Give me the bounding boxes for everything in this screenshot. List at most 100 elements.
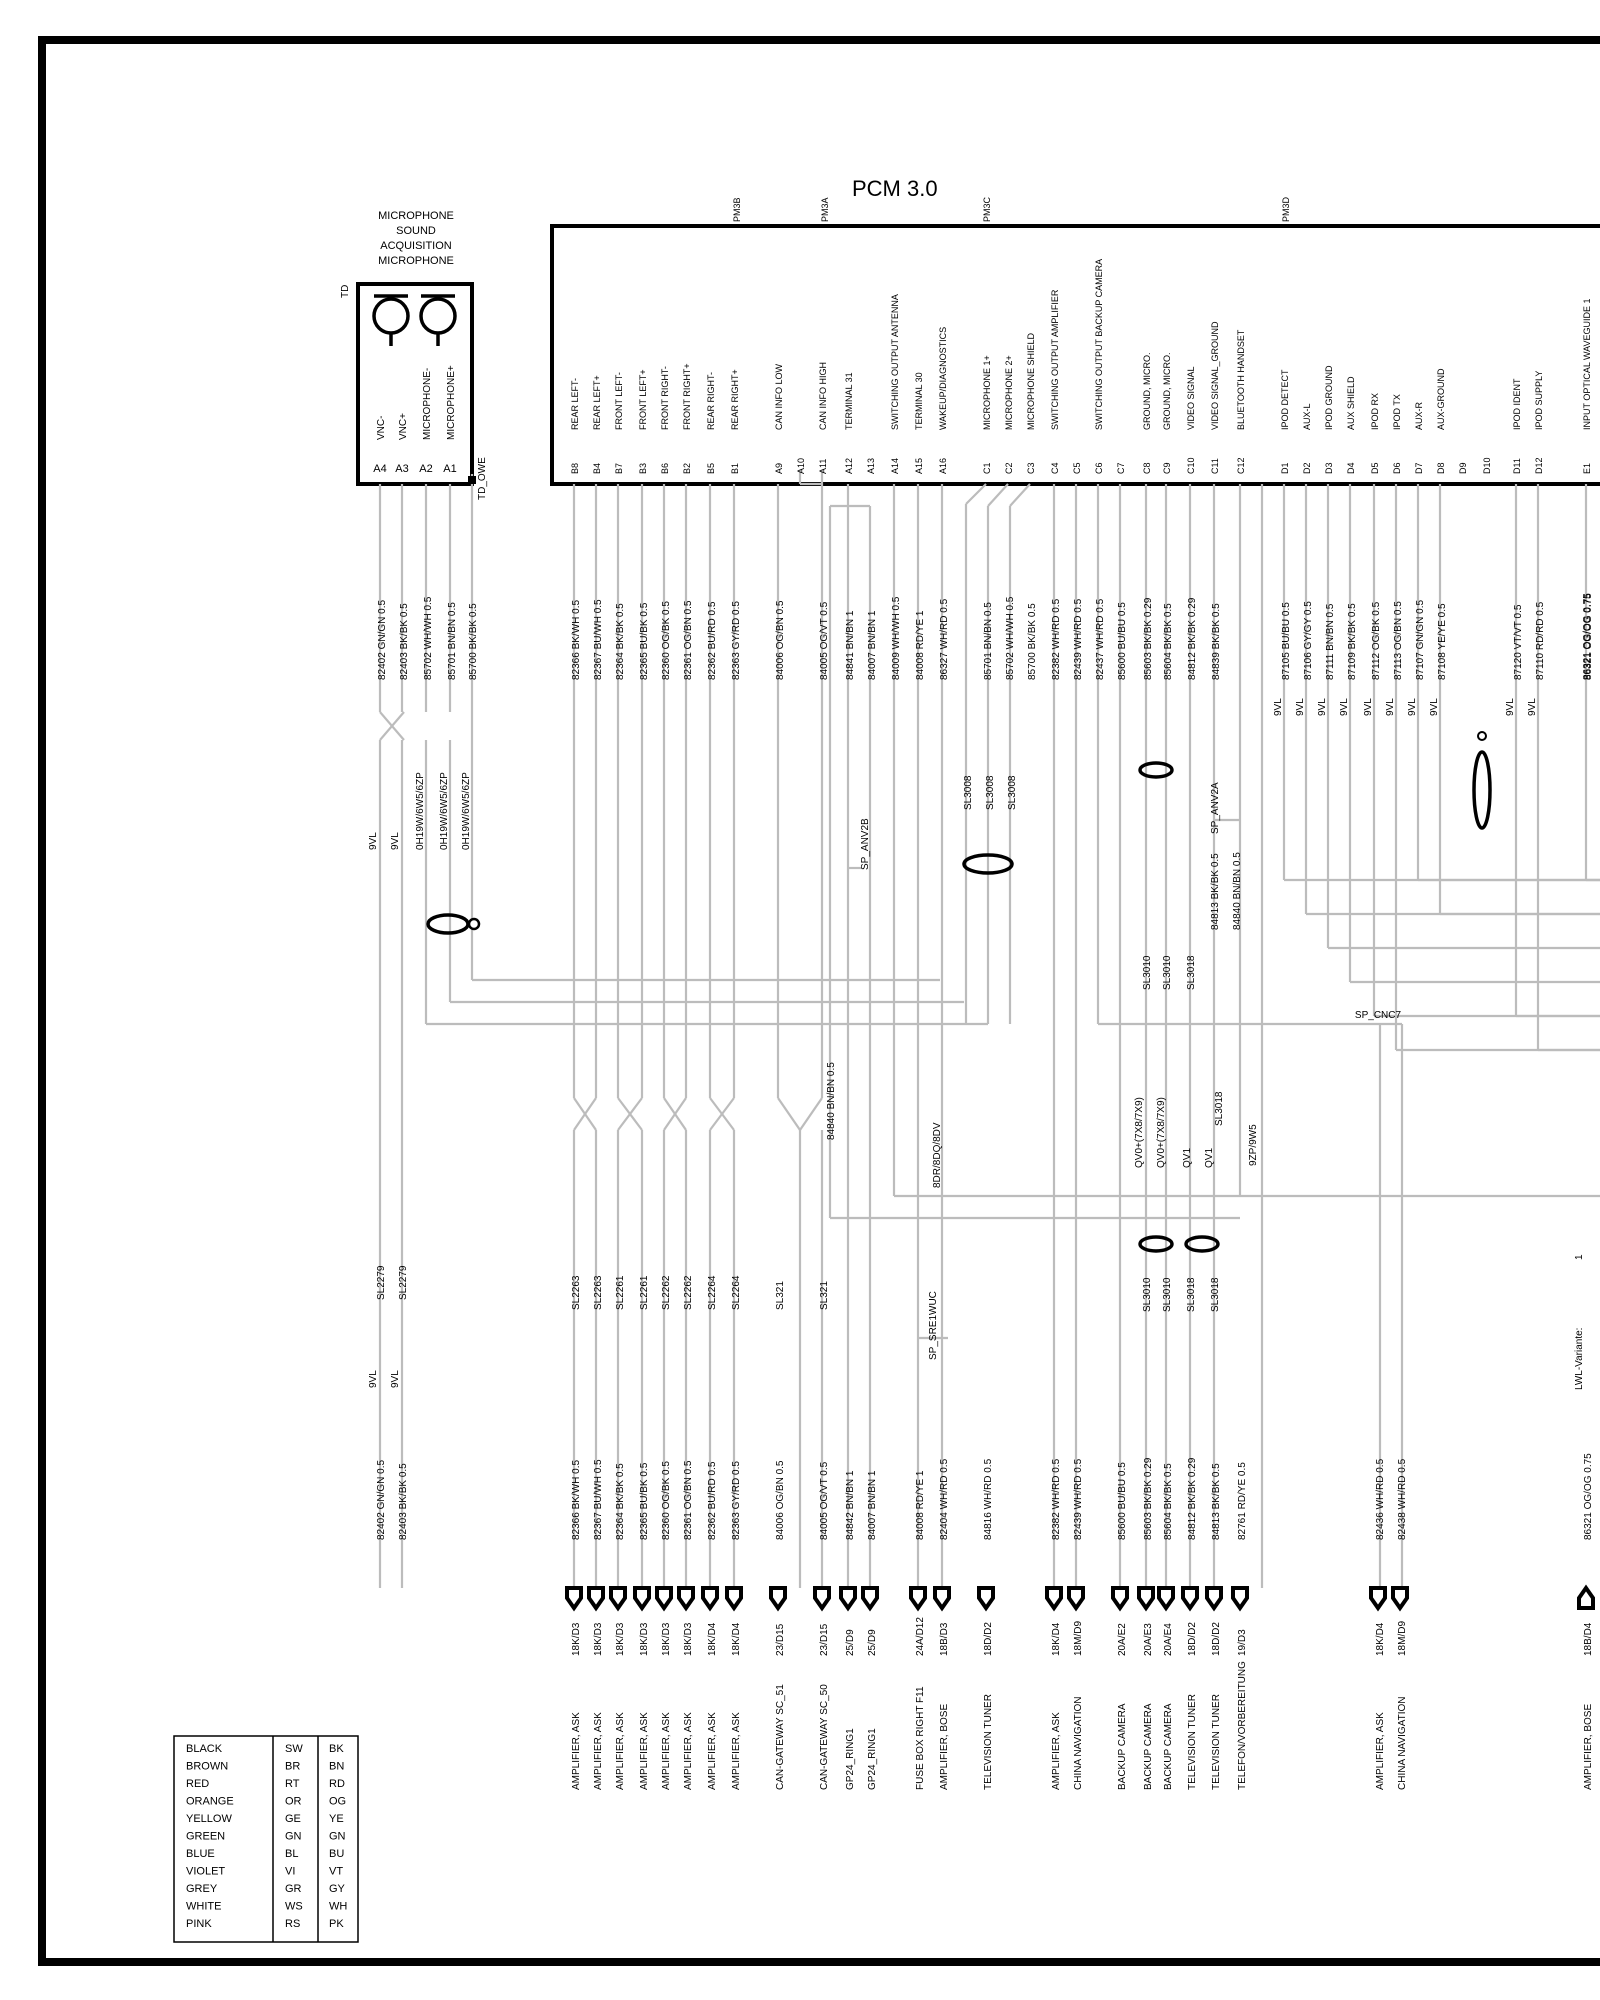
extra-wire-label: 82436 WH/RD 0.5 (1375, 1458, 1386, 1540)
wire-label-84840: 84840 BN/BN 0.5 (826, 1062, 837, 1140)
bundle-label: SL3008 (963, 775, 974, 810)
bundle-label: SL3010 (1142, 955, 1153, 990)
bundle-label: 9ZP/9W5 (1248, 1124, 1259, 1166)
legend-code-de: VI (285, 1866, 295, 1878)
pcm-wire-label-bottom: 82360 OG/BK 0.5 (661, 1461, 672, 1540)
pcm-pin-number: A10 (796, 458, 806, 474)
pcm-wire-label-bottom: 82361 OG/BN 0.5 (683, 1460, 694, 1540)
wire-segment (379, 711, 405, 741)
legend-code-en: BK (329, 1743, 344, 1755)
pcm-bundle-label: SL2261 (615, 1275, 626, 1310)
pcm-pin-name: INPUT OPTICAL WAVEGUIDE 1 (1582, 298, 1592, 430)
destination-label: CAN-GATEWAY SC_51 (775, 1684, 786, 1790)
destination-label: CAN-GATEWAY SC_50 (819, 1684, 830, 1790)
vl-label: 9VL (1339, 698, 1350, 716)
pcm-wire-label-bottom: 82363 GY/RD 0.5 (731, 1461, 742, 1540)
pcm-wire-label-top: 82367 BU/WH 0.5 (593, 599, 604, 680)
connector-id: 18K/D4 (707, 1622, 718, 1656)
pcm-pin-name: FRONT RIGHT- (660, 366, 670, 430)
pcm-pin-name: AUX-L (1302, 403, 1312, 430)
connector-symbol (1137, 1586, 1155, 1612)
pcm-pin-number: D6 (1392, 462, 1402, 474)
legend-color-name: YELLOW (186, 1813, 232, 1825)
pcm-wire-label-top: 84812 BK/BK 0.29 (1187, 597, 1198, 680)
legend-code-en: VT (329, 1866, 343, 1878)
extra-wire-label: 86321 OG/OG 0.75 (1583, 1453, 1594, 1540)
twist-marker (1138, 1235, 1174, 1253)
connector-id: 24A/D12 (915, 1617, 926, 1656)
wire-segment (617, 1097, 643, 1131)
vl-label: 9VL (1385, 698, 1396, 716)
legend-color-name: GREY (186, 1883, 218, 1895)
destination-label: BACKUP CAMERA (1143, 1703, 1154, 1790)
connector-id: 20A/E2 (1117, 1623, 1128, 1656)
pcm-wire-label-bottom: 82382 WH/RD 0.5 (1051, 1458, 1062, 1540)
pcm-pin-number: D7 (1414, 462, 1424, 474)
pcm-wire-label-top: 82366 BK/WH 0.5 (571, 600, 582, 680)
pcm-wire-label-top: 87110 RD/RD 0.5 (1535, 601, 1546, 680)
microphone-wire-label: 85702 WH/WH 0.5 (423, 596, 434, 680)
pcm-wire-label-bottom: 84816 WH/RD 0.5 (983, 1458, 994, 1540)
microphone-shield-pin (468, 476, 476, 484)
wire-segment (799, 1097, 823, 1131)
legend-code-de: RT (285, 1778, 300, 1790)
qv-label: QV0+(7X8/7X9) (1134, 1097, 1145, 1168)
pcm-wire-label-top: 82361 OG/BN 0.5 (683, 600, 694, 680)
microphone-pin-number: A3 (395, 463, 408, 475)
pcm-pin-name: FRONT LEFT- (614, 372, 624, 430)
qv-label: QV0+(7X8/7X9) (1156, 1097, 1167, 1168)
wire-label-bottom: 82403 BK/BK 0.5 (398, 1463, 409, 1540)
extra-destination: CHINA NAVIGATION (1397, 1696, 1408, 1790)
pcm-pin-name: AUX-GROUND (1436, 368, 1446, 430)
pcm-pin-name: BLUETOOTH HANDSET (1236, 329, 1246, 430)
bundle-label: SL2279 (398, 1265, 409, 1300)
pcm-pin-number: A15 (914, 458, 924, 474)
pcm-wire-label-top: 87109 BK/BK 0.5 (1347, 603, 1358, 680)
destination-label: FUSE BOX RIGHT F11 (915, 1686, 926, 1790)
pcm-pin-number: B1 (730, 463, 740, 474)
connector-id: 18D/D2 (1211, 1622, 1222, 1656)
pcm-pin-name: CAN INFO LOW (774, 363, 784, 430)
bundle-label: SL3018 (1210, 1277, 1221, 1312)
legend-code-en: OG (329, 1796, 346, 1808)
legend-code-de: OR (285, 1796, 302, 1808)
vl-label: 9VL (368, 832, 379, 850)
vl-label: 9VL (390, 832, 401, 850)
vl-label: 9VL (390, 1370, 401, 1388)
bundle-label: SL3010 (1162, 1277, 1173, 1312)
pcm-wire-label-bottom: 84812 BK/BK 0.29 (1187, 1457, 1198, 1540)
pcm-wire-label-top: 87112 OG/BK 0.5 (1371, 601, 1382, 680)
pcm-wire-label-bottom: 85600 BU/BU 0.5 (1117, 1462, 1128, 1540)
connector-symbol (1231, 1586, 1249, 1612)
pcm-wire-label-top: 85700 BK/BK 0.5 (1027, 603, 1038, 680)
pcm-pin-name: REAR LEFT- (570, 378, 580, 430)
connector-id: 18K/D3 (593, 1622, 604, 1656)
pcm-pin-number: D4 (1346, 462, 1356, 474)
vl-label: 9VL (1429, 698, 1440, 716)
connector-id: 20A/E3 (1143, 1623, 1154, 1656)
bundle-label: SL3018 (1214, 1091, 1225, 1126)
pcm-wire-label-bottom: 84813 BK/BK 0.5 (1211, 1463, 1222, 1540)
connector-id: 18K/D3 (615, 1622, 626, 1656)
pcm-wire-label-bottom: 84842 BN/BN 1 (845, 1470, 856, 1540)
microphone-icon (372, 294, 457, 346)
legend-color-name: VIOLET (186, 1866, 225, 1878)
pcm-wire-label-top: 82439 WH/RD 0.5 (1073, 598, 1084, 680)
bundle-label: 0H19W/6W5/6ZP (415, 772, 426, 850)
lwl-value: 1 (1574, 1254, 1585, 1260)
pcm-bundle-label: SL321 (775, 1281, 786, 1310)
connector-id: 18K/D4 (1051, 1622, 1062, 1656)
microphone-label: SOUND (396, 225, 436, 237)
pcm-pin-name: MICROPHONE 2+ (1004, 355, 1014, 430)
vl-label: 9VL (1505, 698, 1516, 716)
connector-symbol (587, 1586, 605, 1612)
pcm-wire-label-top: 87106 GY/GY 0.5 (1303, 601, 1314, 680)
pcm-pin-number: B2 (682, 463, 692, 474)
pcm-wire-label-bottom: 84008 RD/YE 1 (915, 1470, 926, 1540)
connector-id: 18K/D3 (661, 1622, 672, 1656)
connector-symbol (1067, 1586, 1085, 1612)
pcm-wire-label-top: 87105 BU/BU 0.5 (1281, 602, 1292, 680)
pcm-pin-name: WAKEUP/DIAGNOSTICS (938, 327, 948, 430)
legend-code-en: PK (329, 1918, 344, 1930)
pcm-pin-name: REAR RIGHT- (706, 372, 716, 430)
